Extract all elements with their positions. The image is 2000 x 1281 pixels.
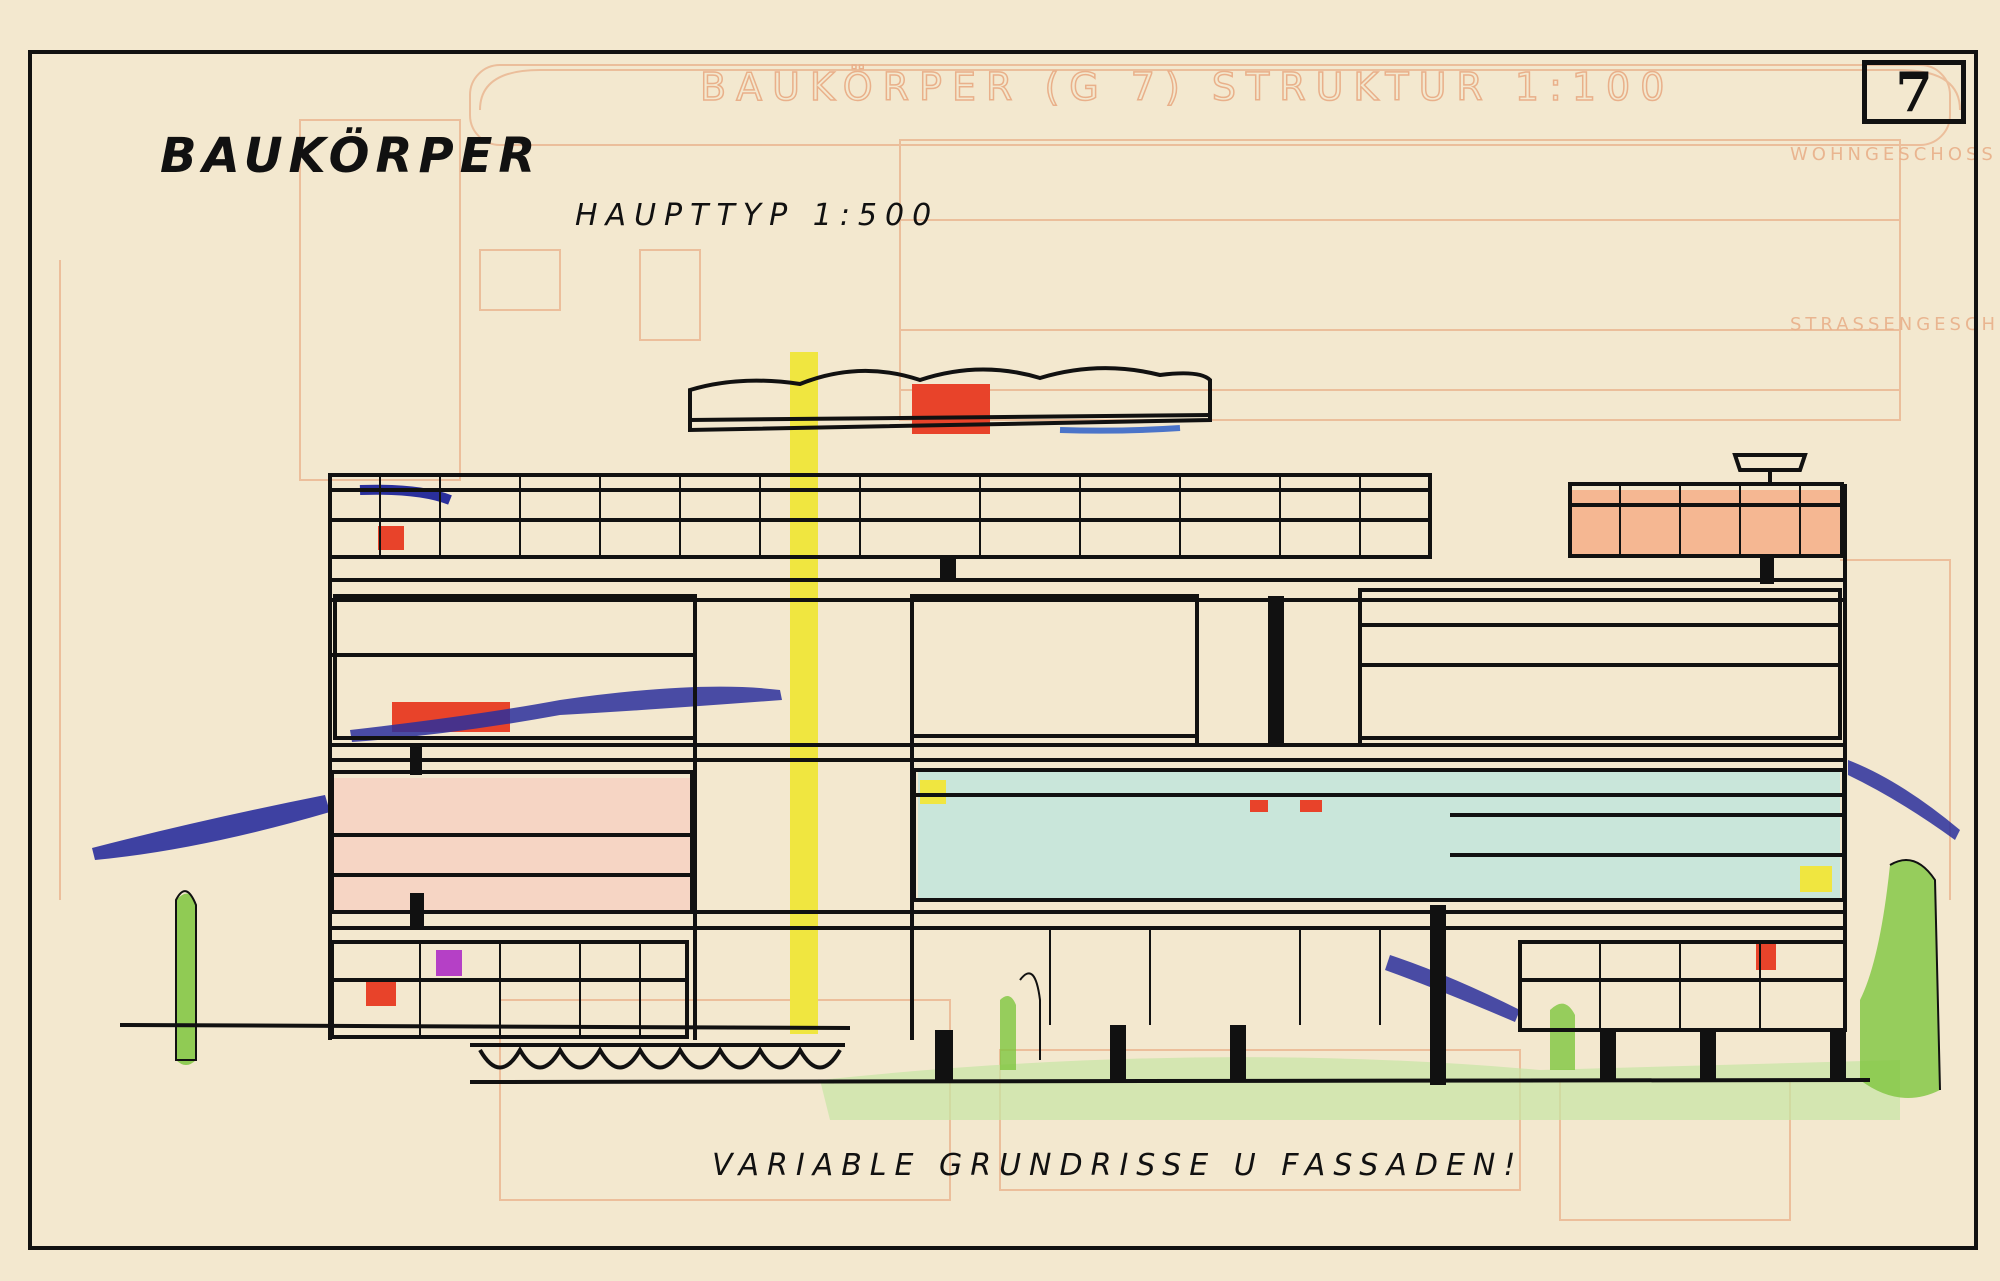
ink-structure [119, 366, 1941, 1091]
background-label-wohngeschoss: WOHNGESCHOSS [1790, 144, 1997, 165]
floor-partitions [379, 475, 1801, 1037]
sheet-subtitle: HAUPTTYP 1:500 [575, 198, 940, 233]
sheet-title: BAUKÖRPER [160, 128, 542, 184]
columns [410, 556, 1846, 1085]
sheet-caption: VARIABLE GRUNDRISSE U FASSADEN! [712, 1148, 1524, 1183]
page-number: 7 [1862, 60, 1966, 124]
background-label-strassengeschoss: STRASSENGESCHOSS [1790, 314, 2000, 335]
background-header: BAUKÖRPER (G 7) STRUKTUR 1:100 [700, 65, 1674, 109]
sheet-border [28, 50, 1978, 1250]
